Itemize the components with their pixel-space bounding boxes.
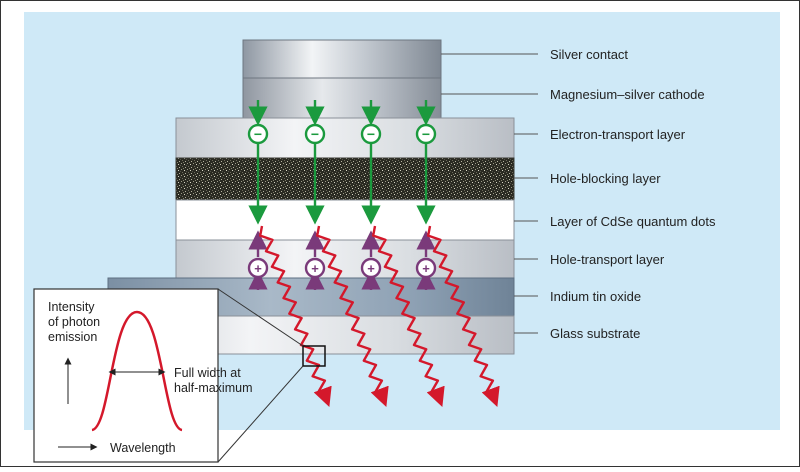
photon-arrowhead xyxy=(426,385,445,407)
cdse-dots-layer xyxy=(175,199,515,241)
hole-icon xyxy=(247,257,269,279)
electron-icon xyxy=(304,123,326,145)
hole-symbol: + xyxy=(311,261,319,276)
magnifier-connector xyxy=(217,365,304,463)
inset-x-label: Wavelength xyxy=(110,441,176,455)
photon-wave xyxy=(372,225,440,399)
hole-symbol: + xyxy=(422,261,430,276)
hole-blocking-layer xyxy=(175,157,515,201)
label-hole-blocking: Hole-blocking layer xyxy=(550,171,661,186)
hole-symbol: + xyxy=(367,261,375,276)
charge-carriers: − + − + − + − + xyxy=(247,100,500,407)
leader-lines xyxy=(441,53,538,334)
electron-symbol: − xyxy=(367,126,375,142)
label-electron-transport: Electron-transport layer xyxy=(550,127,686,142)
inset-y-label-line2: of photon xyxy=(48,315,100,329)
label-ito: Indium tin oxide xyxy=(550,289,641,304)
emission-curve xyxy=(91,310,183,432)
emission-spectrum-inset: Intensity of photon emission Full width … xyxy=(33,288,253,463)
silver-contact-layer xyxy=(242,39,442,79)
label-mg-ag-cathode: Magnesium–silver cathode xyxy=(550,87,705,102)
photon-arrowhead xyxy=(313,385,332,407)
electron-icon xyxy=(247,123,269,145)
mg-ag-cathode-layer xyxy=(242,77,442,119)
inset-y-label-line1: Intensity xyxy=(48,300,95,314)
hole-transport-layer xyxy=(175,239,515,279)
electron-transport-layer xyxy=(175,117,515,159)
magnifier-box xyxy=(302,345,326,367)
hole-icon xyxy=(415,257,437,279)
inset-box xyxy=(33,288,219,463)
label-hole-transport: Hole-transport layer xyxy=(550,252,665,267)
photon-wave xyxy=(316,225,384,399)
electron-symbol: − xyxy=(254,126,262,142)
inset-fwhm-line2: half-maximum xyxy=(174,381,253,395)
label-cdse-dots: Layer of CdSe quantum dots xyxy=(550,214,716,229)
hole-symbol: + xyxy=(254,261,262,276)
electron-symbol: − xyxy=(422,126,430,142)
magnifier-connector xyxy=(217,288,304,347)
electron-icon xyxy=(360,123,382,145)
photon-wave xyxy=(427,225,495,399)
photon-arrowhead xyxy=(481,385,500,407)
inset-y-label-line3: emission xyxy=(48,330,97,344)
electron-icon xyxy=(415,123,437,145)
hole-icon xyxy=(304,257,326,279)
label-glass: Glass substrate xyxy=(550,326,640,341)
label-silver-contact: Silver contact xyxy=(550,47,628,62)
hole-icon xyxy=(360,257,382,279)
photon-wave xyxy=(259,225,327,399)
electron-symbol: − xyxy=(311,126,319,142)
inset-fwhm-line1: Full width at xyxy=(174,366,241,380)
photon-arrowhead xyxy=(370,385,389,407)
